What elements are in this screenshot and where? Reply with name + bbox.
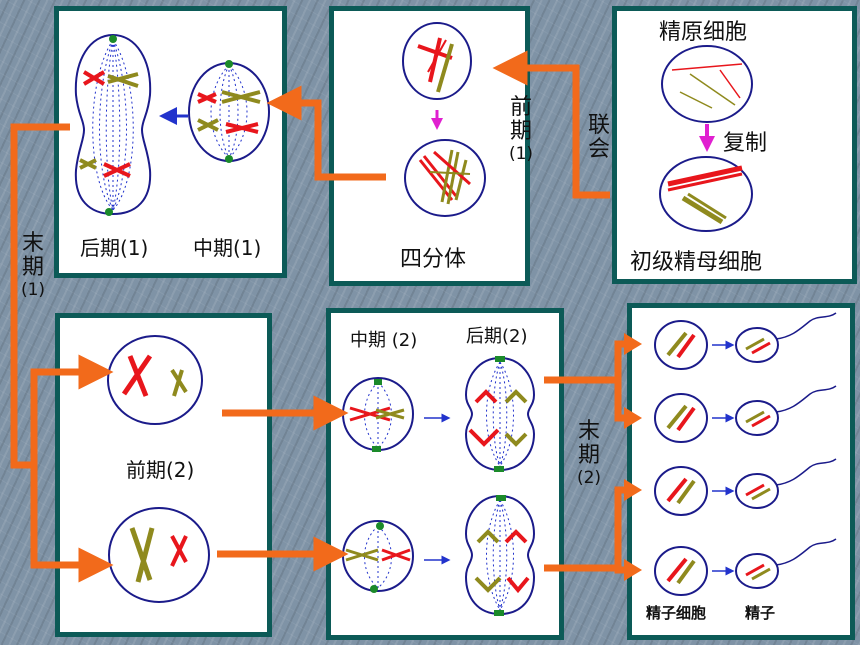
label-telophase2-char1: 末 xyxy=(577,419,600,444)
spermatogonium-cell xyxy=(661,45,753,123)
flow-arrow-anaphase2-to-spermatids-bottom xyxy=(544,486,630,574)
label-prophase1-num: (1) xyxy=(508,144,534,164)
label-spermatogonium: 精原细胞 xyxy=(659,20,748,45)
spermatid-chromosome-3a xyxy=(666,477,688,503)
sperm-chromosome-2b xyxy=(751,414,771,428)
label-telophase1-char2: 期 xyxy=(21,255,44,280)
spermatid-cell-3 xyxy=(654,466,708,516)
label-telophase1: 末 期 (1) xyxy=(20,231,46,301)
flow-arrow-to-prophase2-top xyxy=(30,354,114,468)
label-telophase1-num: (1) xyxy=(20,280,46,300)
label-prophase2: 前期(2) xyxy=(126,458,195,482)
label-metaphase2: 中期 (2) xyxy=(350,330,418,351)
sperm-head-2 xyxy=(735,400,779,436)
label-prophase1: 前 期 (1) xyxy=(508,95,534,165)
flow-arrow-telophase1-split xyxy=(10,123,70,469)
anaphase2-cell-top xyxy=(464,356,536,472)
label-primary-spermatocyte: 初级精母细胞 xyxy=(630,250,763,275)
sperm-head-1 xyxy=(735,327,779,363)
spermatid-chromosome-1a xyxy=(666,331,688,357)
label-anaphase1: 后期(1) xyxy=(80,236,149,260)
spermatid-chromosome-3b xyxy=(676,479,696,505)
label-synapsis: 联会 xyxy=(587,113,610,162)
spermatid-chromosome-1b xyxy=(676,333,696,359)
sperm-head-4 xyxy=(735,553,779,589)
sperm-chromosome-1b xyxy=(751,341,771,355)
label-anaphase2: 后期(2) xyxy=(466,326,528,347)
sperm-chromosome-3b xyxy=(751,487,771,501)
prophase1-cell-top xyxy=(402,22,472,100)
sperm-chromosome-3a xyxy=(745,483,765,497)
sperm-chromosome-4a xyxy=(745,563,765,577)
anaphase1-cell xyxy=(74,33,152,216)
sperm-tail-4 xyxy=(775,538,837,566)
arrowhead-spermatid-2 xyxy=(624,407,642,429)
arrowhead-spermatid-1 xyxy=(624,333,642,355)
tetrad-cell xyxy=(404,139,486,217)
label-prophase1-char2: 期 xyxy=(509,119,532,144)
sperm-chromosome-1a xyxy=(745,337,765,351)
label-telophase2: 末 期 (2) xyxy=(576,419,602,489)
spermatid-chromosome-2b xyxy=(676,406,696,432)
label-prophase1-char1: 前 xyxy=(509,95,532,120)
label-metaphase1: 中期(1) xyxy=(193,236,262,260)
flow-arrow-anaphase2-to-spermatids-top xyxy=(544,340,630,422)
flow-arrow-spermatocyte-to-prophase1 xyxy=(492,50,610,199)
spermatid-cell-1 xyxy=(654,320,708,370)
sperm-chromosome-4b xyxy=(751,567,771,581)
label-telophase1-char1: 末 xyxy=(21,231,44,256)
sperm-head-3 xyxy=(735,473,779,509)
sperm-tail-3 xyxy=(775,458,837,486)
metaphase1-cell xyxy=(188,60,270,163)
label-tetrad: 四分体 xyxy=(400,247,467,272)
prophase2-cell-bottom xyxy=(108,507,210,603)
sperm-chromosome-2a xyxy=(745,410,765,424)
spermatid-chromosome-4a xyxy=(666,557,688,583)
sperm-tail-1 xyxy=(775,312,837,340)
spermatid-cell-4 xyxy=(654,546,708,596)
spermatid-rows xyxy=(654,312,837,596)
primary-spermatocyte-cell xyxy=(659,156,753,232)
panel-spermatogonium xyxy=(612,6,857,284)
spermatid-cell-2 xyxy=(654,393,708,443)
spermatid-chromosome-4b xyxy=(676,559,696,585)
label-sperm: 精子 xyxy=(745,604,776,622)
label-telophase2-num: (2) xyxy=(576,468,602,488)
label-telophase2-char2: 期 xyxy=(577,443,600,468)
label-spermatid: 精子细胞 xyxy=(646,604,707,622)
anaphase2-cell-bottom xyxy=(464,494,536,616)
flow-arrow-to-prophase2-bottom xyxy=(30,462,114,583)
spermatid-chromosome-2a xyxy=(666,404,688,430)
arrowhead-spermatid-4 xyxy=(624,559,642,581)
label-replication: 复制 xyxy=(723,131,768,156)
flow-arrow-tetrad-to-metaphase1 xyxy=(266,85,386,181)
prophase2-cell-top xyxy=(107,335,203,425)
arrowhead-spermatid-3 xyxy=(624,479,642,501)
metaphase2-cell-bottom xyxy=(342,520,414,593)
metaphase2-cell-top xyxy=(342,377,414,452)
sperm-tail-2 xyxy=(775,385,837,413)
